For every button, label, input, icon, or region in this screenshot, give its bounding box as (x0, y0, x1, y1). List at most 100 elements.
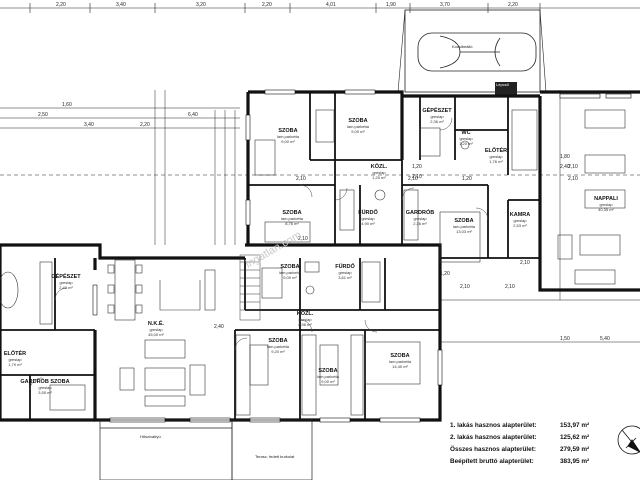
room-area: 8,76 m² (285, 221, 299, 226)
side-dim-5: 2,20 (140, 122, 150, 128)
room-name: N.K.É. (148, 319, 165, 327)
room-sub: greslap (361, 216, 375, 221)
room-area: 2,36 m² (430, 119, 444, 124)
furniture (0, 109, 626, 416)
room-sub: lam.parketta (453, 224, 476, 229)
side-dim-3: 3,40 (84, 122, 94, 128)
room-sub: greslap (372, 170, 386, 175)
dimension-tag: 2,10 (568, 176, 578, 182)
room-area: 14,40 m² (392, 364, 408, 369)
room-name: KÖZL. (371, 163, 388, 170)
room-area: 45,00 m² (148, 332, 164, 337)
dimension-tag: 2,10 (460, 284, 470, 290)
room-name: GÉPÉSZET (422, 106, 452, 114)
right-dim-1: 1,50 (560, 336, 570, 342)
top-dimension-line (0, 3, 640, 13)
dimension-tag: 1,20 (462, 176, 472, 182)
room-name: FÜRDŐ (358, 209, 378, 216)
room-dimension-tag: 2,40 (560, 164, 570, 170)
top-dim-3: 3,20 (196, 2, 206, 8)
room-name: ELŐTÉR (4, 349, 26, 357)
room-area: 1,76 m² (489, 159, 503, 164)
summary-label-4: Beépített bruttó alapterület: (450, 458, 534, 465)
dimension-tag: 2,10 (296, 176, 306, 182)
dimension-tag: 2,10 (408, 176, 418, 182)
dimension-tag: 2,10 (505, 284, 515, 290)
car-label: Kocsibeálló (452, 44, 473, 49)
side-dim-1: 1,60 (62, 102, 72, 108)
room-sub: lam.parketta (279, 270, 302, 275)
room-area: 9,00 m² (351, 129, 365, 134)
carport (397, 9, 547, 93)
room-area: 3,61 m² (338, 275, 352, 280)
north-arrow-icon (617, 425, 640, 455)
room-sub: lam.parketta (317, 374, 340, 379)
top-room-dimension-tags: 1,80 2,40 1,20 2,10 (412, 154, 570, 180)
room-sub: greslap (59, 280, 73, 285)
room-sub: lam.parketta (267, 344, 290, 349)
top-dim-6: 1,90 (386, 2, 396, 8)
room-name: SZOBA (348, 118, 367, 124)
side-dimension-lines (0, 90, 640, 245)
small-box-label: Lépcső (496, 82, 510, 87)
dimension-tag: 2,40 (214, 324, 224, 330)
room-name: WC (461, 130, 470, 136)
summary-label-1: 1. lakás hasznos alapterület: (450, 422, 537, 429)
doors (29, 117, 489, 391)
room-sub: greslap (8, 357, 22, 362)
room-area: 2,40 m² (59, 285, 73, 290)
room-sub: greslap (338, 270, 352, 275)
room-sub: greslap (430, 114, 444, 119)
room-name: SZOBA (280, 264, 299, 270)
room-dimension-tag: 2,10 (412, 174, 422, 180)
top-dim-2: 3,40 (116, 2, 126, 8)
room-area: 13,03 m² (456, 229, 472, 234)
summary-value-2: 125,62 m² (560, 434, 589, 441)
area-summary: 1. lakás hasznos alapterület: 153,97 m² … (450, 422, 589, 465)
room-area: 1,79 m² (8, 362, 22, 367)
room-dimension-tag: 1,80 (560, 154, 570, 160)
summary-value-1: 153,97 m² (560, 422, 589, 429)
summary-value-4: 383,95 m² (560, 458, 589, 465)
room-name: FÜRDŐ (335, 263, 355, 270)
summary-value-3: 279,59 m² (560, 446, 589, 453)
room-name: GARDRÓB SZOBA (20, 377, 69, 385)
right-dim-2: 5,40 (600, 336, 610, 342)
room-name: SZOBA (278, 128, 297, 134)
summary-label-3: Összes hasznos alapterület: (450, 444, 536, 453)
room-sub: greslap (149, 327, 163, 332)
room-sub: lam.parketta (281, 216, 304, 221)
top-dim-4: 2,20 (262, 2, 272, 8)
room-area: 1,20 m² (372, 175, 386, 180)
room-name: SZOBA (282, 210, 301, 216)
room-name: GARDRÓB (406, 208, 434, 216)
stairs (239, 254, 261, 321)
room-name: SZOBA (390, 353, 409, 359)
dimension-tag: 2,10 (568, 164, 578, 170)
room-name: NAPPALI (594, 196, 618, 202)
top-dim-5: 4,01 (326, 2, 336, 8)
dimension-tag: 2,10 (298, 236, 308, 242)
dimension-tag: 2,10 (520, 260, 530, 266)
room-name: SZOBA (268, 338, 287, 344)
right-dimension-lines (440, 90, 640, 343)
room-sub: lam.parketta (347, 124, 370, 129)
room-name: GÉPÉSZET (51, 272, 81, 280)
small-box (495, 82, 517, 96)
room-area: 4,90 m² (361, 221, 375, 226)
